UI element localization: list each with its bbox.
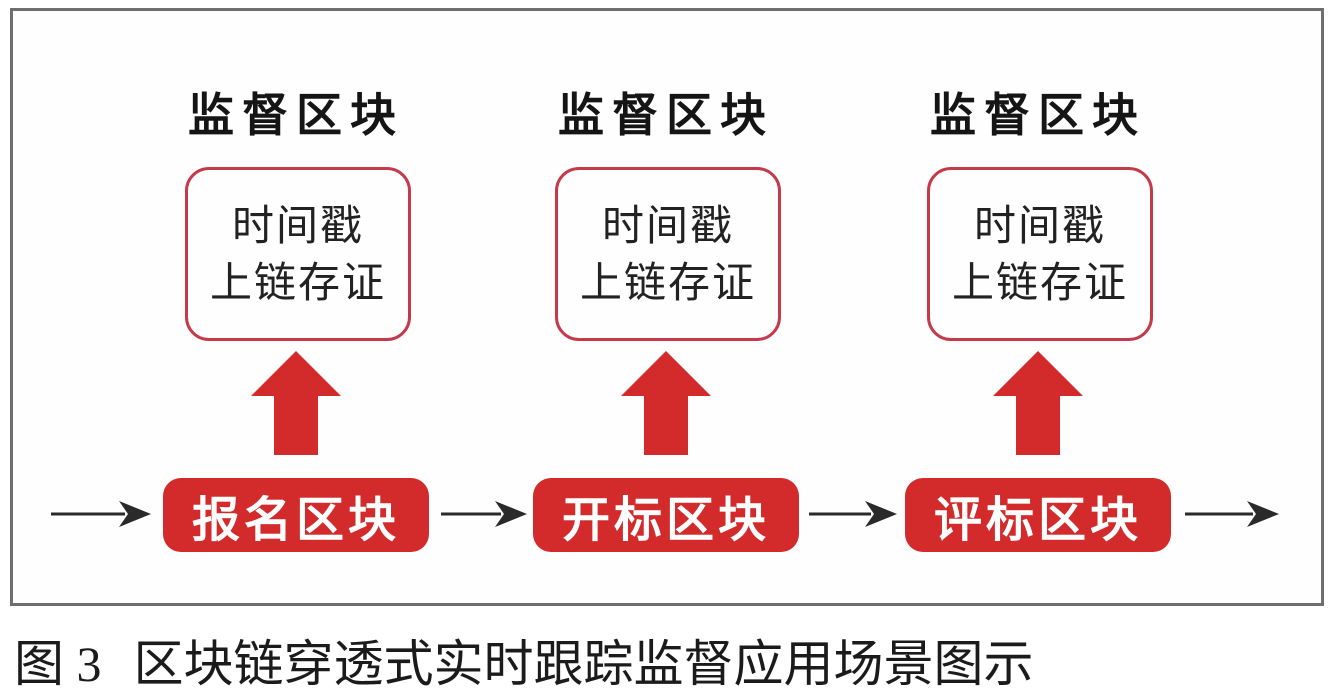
right-flow-arrow-icon: [809, 501, 897, 527]
timestamp-evidence-box-1: 时间戳 上链存证: [185, 167, 411, 341]
onchain-evidence-line: 上链存证: [951, 259, 1128, 306]
pill-label: 报名区块: [191, 494, 400, 547]
timestamp-evidence-box-3: 时间戳 上链存证: [927, 167, 1153, 341]
up-block-arrow-icon: [251, 351, 341, 455]
bid-evaluation-block-pill: 评标区块: [905, 478, 1171, 552]
supervision-block-label-2: 监督区块: [558, 89, 774, 141]
up-block-arrow-icon: [993, 351, 1083, 455]
up-block-arrow-icon: [621, 351, 711, 455]
supervision-block-label-1: 监督区块: [188, 89, 404, 141]
diagram-frame: 监督区块 时间戳 上链存证 报名区块 监督区块 时间戳 上链存证 开标区块 监督…: [10, 8, 1324, 606]
right-flow-arrow-icon: [441, 501, 527, 527]
onchain-evidence-line: 上链存证: [579, 259, 756, 306]
timestamp-line: 时间戳: [231, 202, 364, 249]
registration-block-pill: 报名区块: [163, 478, 429, 552]
bid-opening-block-pill: 开标区块: [533, 478, 799, 552]
pill-label: 开标区块: [561, 494, 770, 547]
figure-caption-text: 区块链穿透式实时跟踪监督应用场景图示: [133, 636, 1034, 692]
supervision-block-label-3: 监督区块: [930, 89, 1146, 141]
timestamp-line: 时间戳: [601, 202, 734, 249]
onchain-evidence-line: 上链存证: [209, 259, 386, 306]
figure-number: 图 3: [14, 636, 102, 692]
figure-caption: 图 3 区块链穿透式实时跟踪监督应用场景图示: [14, 624, 1034, 693]
right-flow-arrow-icon: [1185, 501, 1279, 527]
right-flow-arrow-icon: [51, 501, 151, 527]
timestamp-evidence-box-2: 时间戳 上链存证: [555, 167, 781, 341]
pill-label: 评标区块: [933, 494, 1142, 547]
timestamp-line: 时间戳: [973, 202, 1106, 249]
